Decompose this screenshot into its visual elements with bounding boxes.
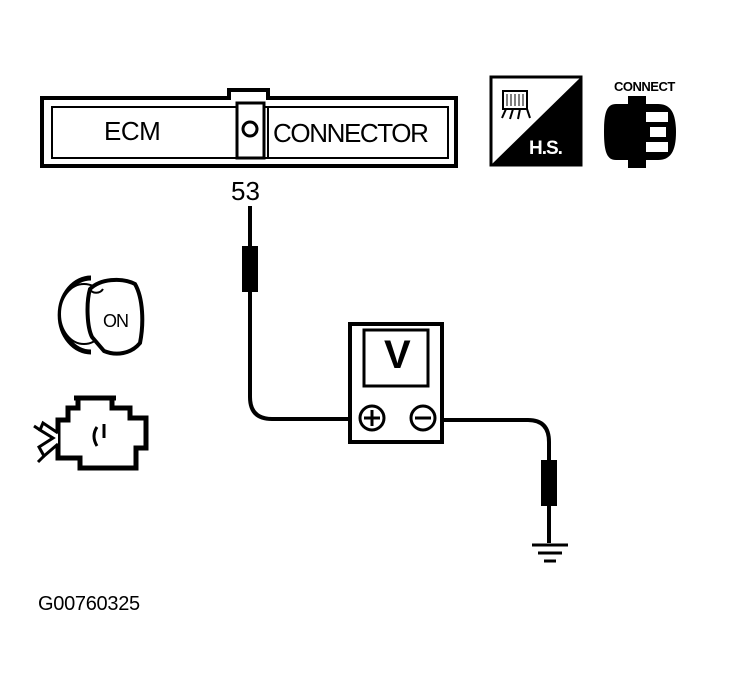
probe-tip-negative <box>541 460 557 506</box>
figure-code: G00760325 <box>38 593 140 615</box>
ground-wire <box>435 418 557 543</box>
connect-icon <box>604 96 676 168</box>
connect-label: CONNECT <box>614 79 675 94</box>
ground-icon <box>532 543 568 563</box>
voltmeter-icon <box>348 322 444 444</box>
probe-tip-positive <box>242 246 258 292</box>
connector-right-label: CONNECTOR <box>273 118 429 148</box>
ignition-key-icon <box>57 275 145 356</box>
ignition-position-label: ON <box>103 311 129 331</box>
harness-side-label: H.S. <box>529 138 563 159</box>
ecm-connector <box>40 88 458 168</box>
harness-side-icon <box>489 75 583 167</box>
engine-icon <box>33 395 149 471</box>
pin-number-label: 53 <box>231 176 260 206</box>
meter-label: V <box>384 333 411 377</box>
connector-latch-icon <box>241 120 259 138</box>
connector-left-label: ECM <box>104 116 161 146</box>
signal-wire <box>242 206 352 421</box>
